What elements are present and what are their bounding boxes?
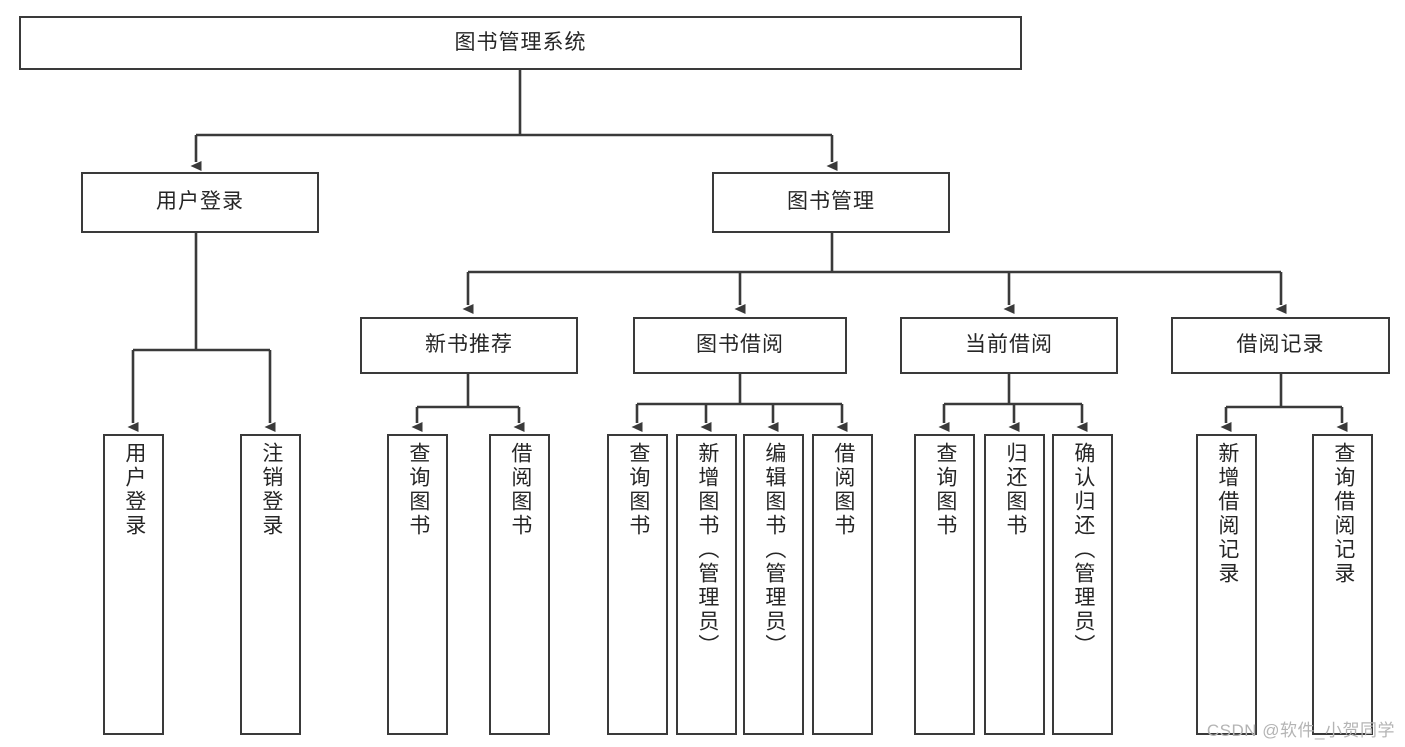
node-leaf-query-record[interactable]: 查询借阅记录	[1312, 434, 1373, 735]
node-root[interactable]: 图书管理系统	[19, 16, 1022, 70]
node-user-login[interactable]: 用户登录	[81, 172, 319, 233]
node-leaf-return-book[interactable]: 归还图书	[984, 434, 1045, 735]
node-leaf-query-book-1-label: 查询图书	[406, 442, 430, 538]
node-leaf-query-book-3-label: 查询图书	[933, 442, 957, 538]
csdn-watermark: CSDN @软件_小贺同学	[1206, 721, 1395, 740]
node-leaf-add-book-label: 新增图书（管理员）	[695, 442, 719, 658]
node-leaf-add-record[interactable]: 新增借阅记录	[1196, 434, 1257, 735]
node-leaf-query-record-label: 查询借阅记录	[1331, 442, 1355, 586]
node-book-borrow[interactable]: 图书借阅	[633, 317, 847, 374]
node-book-manage-label: 图书管理	[787, 190, 875, 214]
node-leaf-query-book-2-label: 查询图书	[626, 442, 650, 538]
node-leaf-logout-label: 注销登录	[259, 442, 283, 538]
node-root-label: 图书管理系统	[454, 30, 587, 54]
node-leaf-borrow-book-2[interactable]: 借阅图书	[812, 434, 873, 735]
node-current-borrow-label: 当前借阅	[965, 333, 1053, 357]
node-new-book-rec-label: 新书推荐	[425, 333, 513, 357]
node-leaf-return-book-label: 归还图书	[1003, 442, 1027, 538]
node-leaf-confirm-return-label: 确认归还（管理员）	[1071, 442, 1095, 658]
node-leaf-edit-book[interactable]: 编辑图书（管理员）	[743, 434, 804, 735]
node-book-manage[interactable]: 图书管理	[712, 172, 950, 233]
node-book-borrow-label: 图书借阅	[696, 333, 784, 357]
node-borrow-record[interactable]: 借阅记录	[1171, 317, 1390, 374]
node-leaf-query-book-2[interactable]: 查询图书	[607, 434, 668, 735]
node-current-borrow[interactable]: 当前借阅	[900, 317, 1118, 374]
node-leaf-confirm-return[interactable]: 确认归还（管理员）	[1052, 434, 1113, 735]
node-leaf-user-login-label: 用户登录	[122, 442, 146, 538]
node-leaf-borrow-book-1[interactable]: 借阅图书	[489, 434, 550, 735]
node-leaf-borrow-book-2-label: 借阅图书	[831, 442, 855, 538]
node-leaf-borrow-book-1-label: 借阅图书	[508, 442, 532, 538]
node-leaf-add-book[interactable]: 新增图书（管理员）	[676, 434, 737, 735]
node-leaf-edit-book-label: 编辑图书（管理员）	[762, 442, 786, 658]
node-leaf-query-book-3[interactable]: 查询图书	[914, 434, 975, 735]
node-leaf-user-login[interactable]: 用户登录	[103, 434, 164, 735]
node-leaf-add-record-label: 新增借阅记录	[1215, 442, 1239, 586]
node-borrow-record-label: 借阅记录	[1236, 333, 1325, 357]
node-leaf-logout[interactable]: 注销登录	[240, 434, 301, 735]
node-leaf-query-book-1[interactable]: 查询图书	[387, 434, 448, 735]
node-user-login-label: 用户登录	[156, 190, 244, 214]
node-new-book-rec[interactable]: 新书推荐	[360, 317, 578, 374]
